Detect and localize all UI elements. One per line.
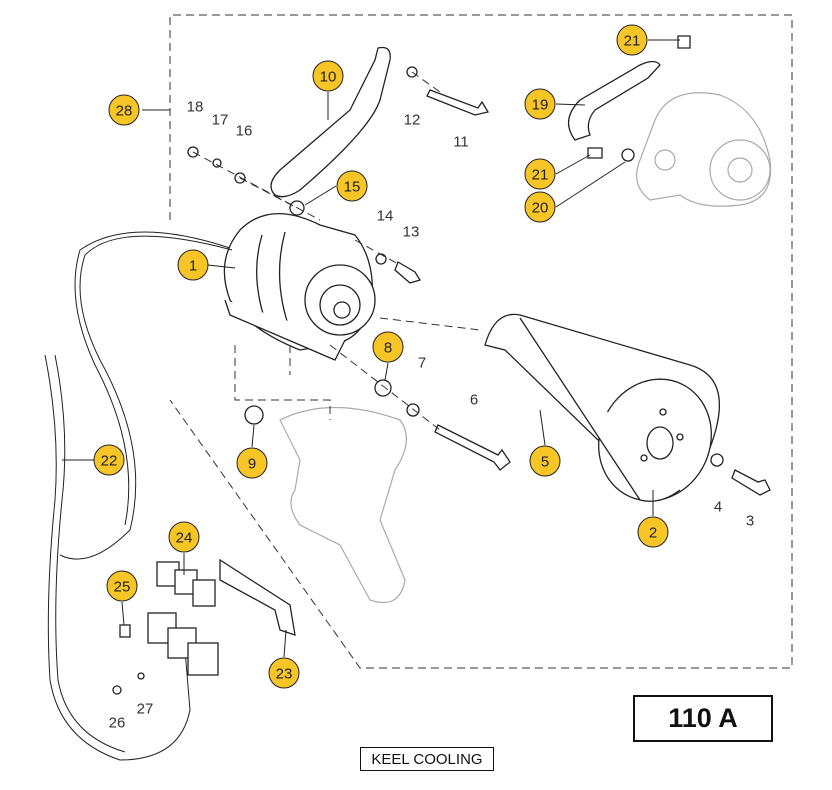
callout-number: 8 (384, 340, 392, 357)
bolt (731, 469, 771, 496)
callout-number: 22 (101, 453, 118, 470)
callout-number: 19 (532, 97, 549, 114)
callout-2: 2 (637, 516, 669, 548)
callout-25: 25 (106, 570, 138, 602)
wiring-harness (44, 354, 191, 761)
relay-bracket (219, 558, 296, 636)
part-number-17: 17 (212, 112, 229, 129)
wiring-harness (59, 235, 233, 560)
part-number-13: 13 (403, 224, 420, 241)
callout-number: 23 (276, 666, 293, 683)
callout-28: 28 (108, 94, 140, 126)
callout-circle (524, 88, 556, 120)
mounting-bracket (279, 406, 407, 604)
fitting (621, 148, 635, 162)
callout-circle (108, 94, 140, 126)
adjusting-bracket (270, 46, 391, 198)
part-number-11: 11 (453, 134, 469, 151)
hose-clamp-lower (587, 147, 603, 159)
assembly-lines (192, 71, 481, 431)
belt-and-pulley (484, 313, 721, 502)
callout-number: 15 (344, 179, 361, 196)
callout-number: 2 (649, 525, 657, 542)
callout-10: 10 (312, 60, 344, 92)
page-label: 110 A (633, 695, 773, 742)
callout-circle (93, 444, 125, 476)
caption: KEEL COOLING (360, 747, 494, 771)
callout-circle (616, 24, 648, 56)
callout-number: 9 (248, 456, 256, 473)
callout-circle (524, 191, 556, 223)
callout-number: 25 (114, 579, 131, 596)
screw (112, 685, 122, 695)
bolt (394, 261, 422, 284)
callout-24: 24 (168, 521, 200, 553)
callout-number: 21 (532, 167, 549, 184)
callout-circle (236, 447, 268, 479)
part-number-12: 12 (404, 112, 421, 129)
washers (187, 66, 724, 467)
callout-19: 19 (524, 88, 556, 120)
callout-number: 10 (320, 69, 337, 86)
part-number-16: 16 (236, 123, 253, 140)
part-number-18: 18 (187, 99, 204, 116)
callout-23: 23 (268, 657, 300, 689)
callout-circle (106, 570, 138, 602)
part-number-6: 6 (470, 392, 478, 409)
hose (568, 60, 661, 141)
callout-21: 21 (616, 24, 648, 56)
part-number-27: 27 (137, 701, 154, 718)
part-number-7: 7 (418, 355, 426, 372)
bolt (434, 424, 511, 471)
callout-15: 15 (336, 170, 368, 202)
callout-circle (336, 170, 368, 202)
callout-number: 28 (116, 103, 133, 120)
callout-circle (529, 445, 561, 477)
part-number-4: 4 (714, 499, 722, 516)
callout-number: 5 (541, 454, 549, 471)
assembly-boundary (169, 14, 793, 669)
callout-number: 1 (189, 258, 197, 275)
callout-21: 21 (524, 158, 556, 190)
callout-circle (168, 521, 200, 553)
alternator (223, 213, 376, 361)
relays (119, 561, 219, 676)
callout-number: 24 (176, 530, 193, 547)
part-number-26: 26 (109, 715, 126, 732)
callout-circle (177, 249, 209, 281)
callout-circle (524, 158, 556, 190)
water-pump (636, 92, 772, 207)
leader-lines (62, 39, 680, 658)
callout-22: 22 (93, 444, 125, 476)
callout-5: 5 (529, 445, 561, 477)
callout-circle (372, 331, 404, 363)
callout-8: 8 (372, 331, 404, 363)
callout-circle (268, 657, 300, 689)
callout-circle (637, 516, 669, 548)
washer (137, 672, 145, 680)
callout-circle (312, 60, 344, 92)
part-number-14: 14 (377, 208, 394, 225)
wiring-harness (54, 354, 126, 753)
callout-number: 21 (624, 33, 641, 50)
callout-number: 20 (532, 200, 549, 217)
callout-1: 1 (177, 249, 209, 281)
wiring-harness (74, 231, 231, 526)
callout-9: 9 (236, 447, 268, 479)
bolt (426, 89, 490, 116)
part-number-3: 3 (746, 513, 754, 530)
callout-20: 20 (524, 191, 556, 223)
hose-clamp (677, 35, 691, 49)
